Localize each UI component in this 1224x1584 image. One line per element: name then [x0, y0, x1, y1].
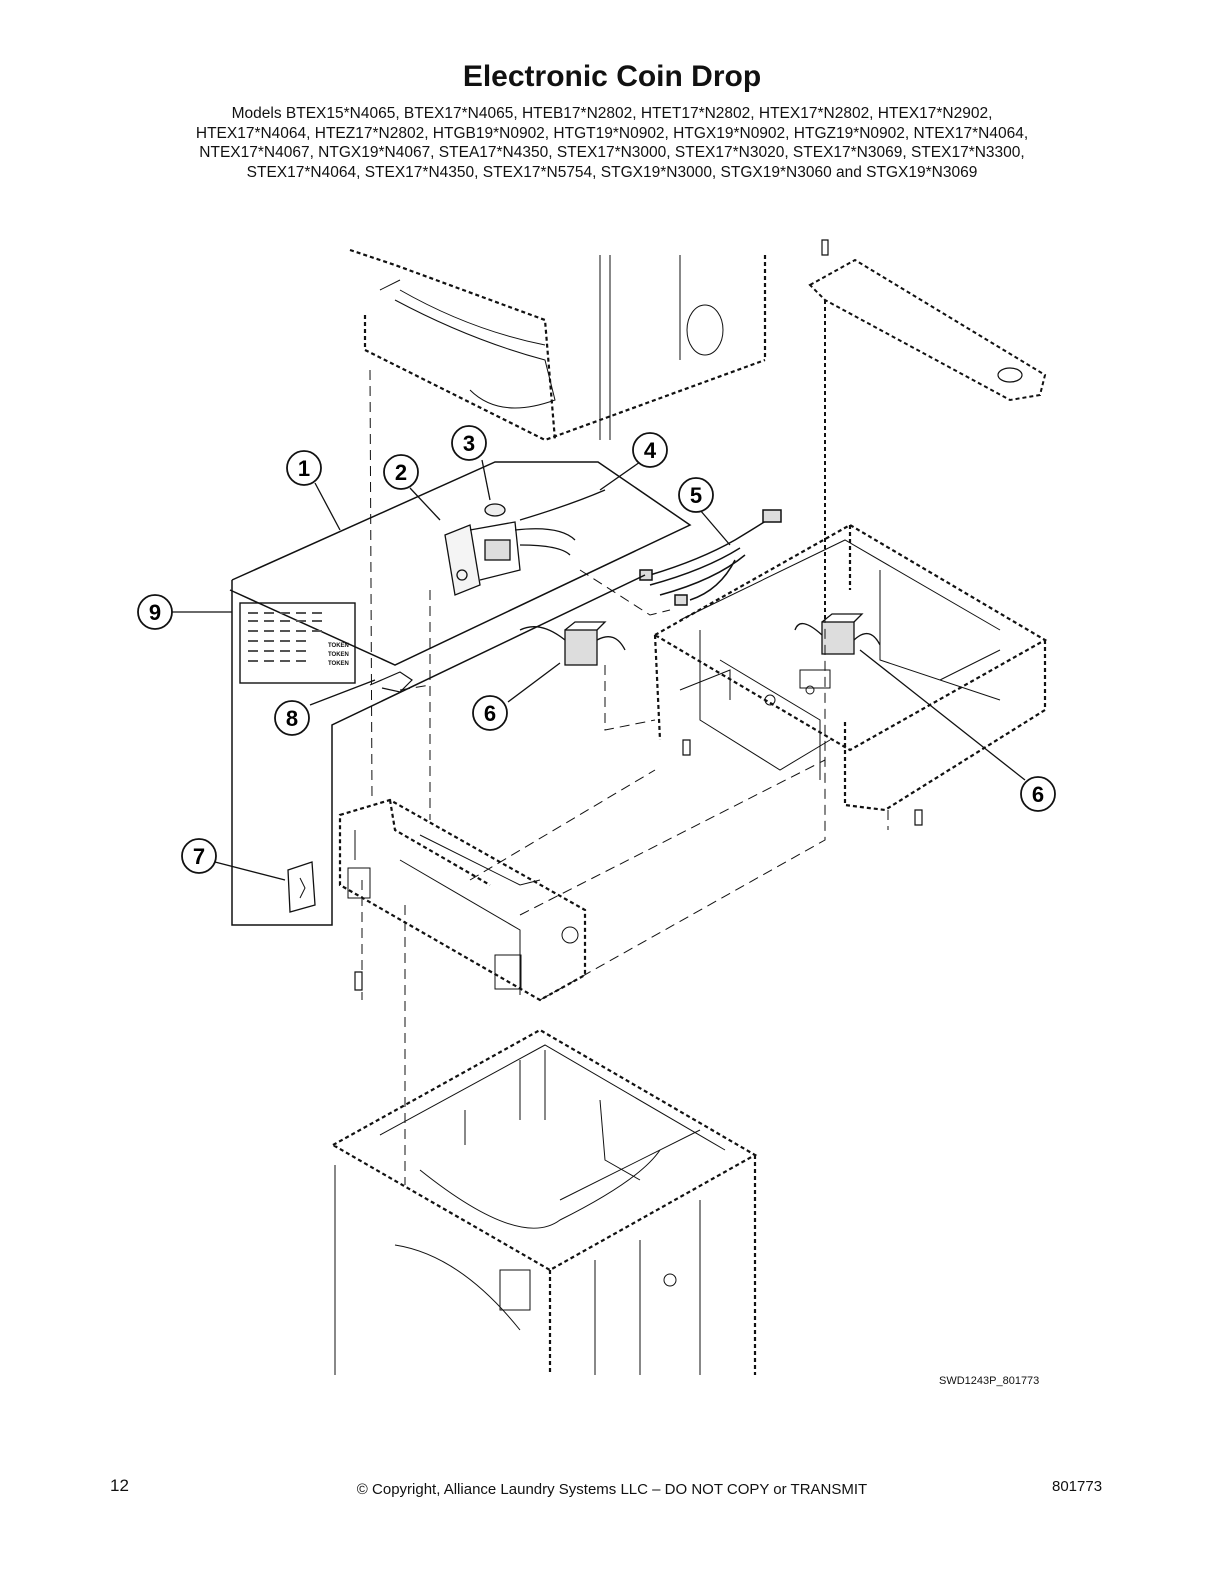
lower-cabinet-detail	[334, 1044, 726, 1375]
alignment-lines	[361, 369, 889, 1185]
front-panel-detail	[347, 830, 579, 995]
upper-cabinet-detail	[379, 255, 724, 440]
drawing-code: SWD1243P_801773	[939, 1375, 1040, 1387]
top-bracket	[808, 258, 1047, 620]
model-line: HTEX17*N4064, HTEZ17*N2802, HTGB19*N0902…	[195, 124, 1029, 142]
callout-6: 6	[1020, 776, 1056, 812]
callout-8: 8	[274, 700, 310, 736]
screw-icon	[682, 739, 691, 756]
callout-2: 2	[383, 454, 419, 490]
token-text: TOKEN	[328, 643, 349, 649]
token-text: TOKEN	[328, 661, 349, 667]
svg-text:3: 3	[463, 431, 475, 456]
lower-cabinet	[330, 1028, 758, 1375]
transformer-left	[519, 621, 626, 666]
screw-icon	[914, 809, 923, 826]
wire-harness	[639, 509, 782, 606]
callout-3: 3	[451, 425, 487, 461]
console-inner	[679, 539, 1001, 780]
bracket-clip	[369, 671, 413, 693]
transformer-right	[794, 613, 881, 655]
bracket-hole	[997, 367, 1023, 383]
control-console	[652, 523, 1048, 812]
kit-outline	[229, 461, 692, 926]
token-text: TOKEN	[328, 652, 349, 658]
svg-text:4: 4	[644, 438, 657, 463]
callout-6: 6	[472, 695, 508, 731]
front-panel-bracket	[338, 798, 587, 1002]
callout-5: 5	[678, 477, 714, 513]
svg-text:7: 7	[193, 844, 205, 869]
model-line: STEX17*N4064, STEX17*N4350, STEX17*N5754…	[246, 163, 978, 181]
copyright-notice: © Copyright, Alliance Laundry Systems LL…	[356, 1481, 868, 1498]
svg-text:6: 6	[1032, 782, 1044, 807]
page-number: 12	[110, 1476, 129, 1495]
callout-4: 4	[632, 432, 668, 468]
callout-7: 7	[181, 838, 217, 874]
coin-label	[287, 861, 316, 913]
model-line: NTEX17*N4067, NTGX19*N4067, STEA17*N4350…	[199, 144, 1025, 161]
model-list: Models BTEX15*N4065, BTEX17*N4065, HTEB1…	[100, 104, 1124, 182]
callout-1: 1	[286, 450, 322, 486]
upper-cabinet	[349, 248, 767, 442]
svg-text:9: 9	[149, 600, 161, 625]
leader-lines	[172, 459, 1026, 881]
svg-text:1: 1	[298, 456, 310, 481]
coin-drop-assembly	[444, 489, 606, 596]
svg-text:6: 6	[484, 701, 496, 726]
page-title: Electronic Coin Drop	[462, 60, 762, 93]
token-label-text: TOKEN TOKEN TOKEN	[248, 612, 349, 667]
callouts: 1 2 3 4 5 6 6 7	[137, 425, 1056, 874]
svg-text:8: 8	[286, 706, 298, 731]
screw-icon	[821, 239, 829, 256]
model-line: Models BTEX15*N4065, BTEX17*N4065, HTEB1…	[231, 105, 993, 122]
screw-icon	[354, 971, 363, 991]
callout-9: 9	[137, 594, 173, 630]
svg-text:2: 2	[395, 460, 407, 485]
svg-text:5: 5	[690, 483, 702, 508]
token-label	[239, 602, 356, 684]
document-number: 801773	[1052, 1478, 1103, 1495]
